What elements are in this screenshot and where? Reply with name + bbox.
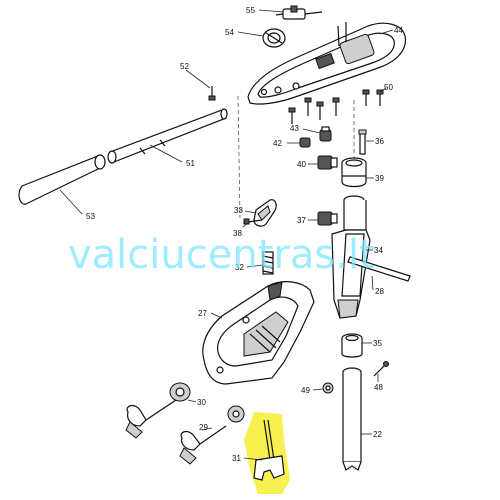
part-27-clamp-bracket[interactable] bbox=[202, 281, 315, 385]
callout-32: 32 bbox=[235, 263, 244, 272]
part-28-rod[interactable] bbox=[347, 256, 411, 282]
watermark: valciucentras.lt bbox=[68, 232, 375, 278]
part-53-handle[interactable] bbox=[18, 154, 106, 205]
clamp-screw-upper[interactable] bbox=[125, 399, 177, 439]
callout-44: 44 bbox=[394, 26, 403, 35]
callout-28: 28 bbox=[375, 287, 384, 296]
part-32-spring[interactable] bbox=[262, 251, 274, 275]
callout-40: 40 bbox=[297, 160, 306, 169]
part-48-bolt[interactable] bbox=[373, 361, 389, 377]
part-34-swivel-bracket[interactable] bbox=[331, 195, 371, 319]
washer[interactable] bbox=[227, 405, 245, 423]
callout-30: 30 bbox=[197, 398, 206, 407]
part-39-collar[interactable] bbox=[341, 157, 367, 188]
part-29-clamp-screw[interactable] bbox=[179, 425, 227, 465]
callout-33: 33 bbox=[234, 206, 243, 215]
callout-39: 39 bbox=[375, 174, 384, 183]
part-49-nut[interactable] bbox=[322, 382, 334, 394]
callout-55: 55 bbox=[246, 6, 255, 15]
part-37-latch[interactable] bbox=[317, 211, 338, 226]
callout-22: 22 bbox=[373, 430, 382, 439]
callout-50: 50 bbox=[384, 83, 393, 92]
part-30-clamp-pad[interactable] bbox=[169, 382, 191, 402]
callout-48: 48 bbox=[374, 383, 383, 392]
part-31-clamp-handle[interactable] bbox=[253, 419, 285, 481]
callout-35: 35 bbox=[373, 339, 382, 348]
callout-38: 38 bbox=[233, 229, 242, 238]
part-35-collar[interactable] bbox=[341, 333, 363, 358]
callout-51: 51 bbox=[186, 159, 195, 168]
part-31-highlight bbox=[244, 412, 290, 494]
part-22-shaft[interactable] bbox=[342, 367, 362, 471]
part-42-clip[interactable] bbox=[299, 137, 311, 148]
part-40-latch[interactable] bbox=[317, 155, 338, 170]
callout-31: 31 bbox=[232, 454, 241, 463]
part-51-tiller-arm[interactable] bbox=[107, 108, 228, 164]
part-44-head-housing[interactable] bbox=[247, 22, 407, 105]
part-54-knob[interactable] bbox=[262, 28, 286, 48]
part-36-pin[interactable] bbox=[358, 129, 367, 155]
part-52-screw[interactable] bbox=[208, 86, 216, 101]
callout-54: 54 bbox=[225, 28, 234, 37]
callout-34: 34 bbox=[374, 246, 383, 255]
part-55-bracket[interactable] bbox=[275, 5, 323, 20]
callout-53: 53 bbox=[86, 212, 95, 221]
callout-37: 37 bbox=[297, 216, 306, 225]
part-33-lever[interactable] bbox=[253, 199, 277, 227]
callout-42: 42 bbox=[273, 139, 282, 148]
callout-52: 52 bbox=[180, 62, 189, 71]
callout-49: 49 bbox=[301, 386, 310, 395]
callout-36: 36 bbox=[375, 137, 384, 146]
callout-29: 29 bbox=[199, 423, 208, 432]
callout-43: 43 bbox=[290, 124, 299, 133]
housing-screws[interactable] bbox=[288, 89, 384, 124]
part-43-clip[interactable] bbox=[319, 126, 332, 142]
callout-27: 27 bbox=[198, 309, 207, 318]
